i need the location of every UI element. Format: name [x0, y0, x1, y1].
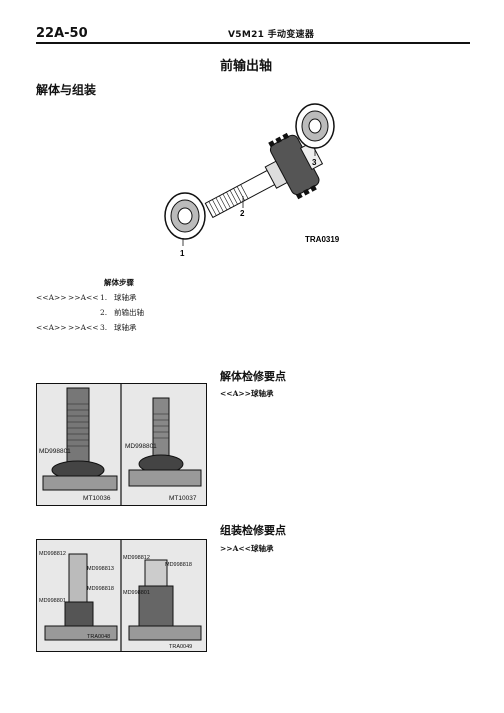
exploded-shaft-figure: 1 2 3 TRA0319 [155, 96, 360, 260]
step-mark-disassembly: <<A>> [36, 293, 67, 302]
photo-code: MT10037 [169, 495, 197, 502]
step-row: 2. 前输出轴 [36, 307, 144, 318]
section-subtitle: 解体与组装 [36, 83, 97, 97]
header-rule [36, 42, 470, 44]
photo-label: MD998801 [125, 443, 157, 450]
photo-label: MD998812 [39, 551, 66, 557]
step-number: 3. [100, 323, 108, 332]
photo-label: MD998801 [39, 448, 71, 455]
photo-label: MD998812 [123, 555, 150, 561]
photo-code: MT10036 [83, 495, 111, 502]
photo-code: TRA0049 [169, 644, 192, 650]
photo-code: TRA0048 [87, 634, 110, 640]
page-number: 22A-50 [36, 26, 88, 41]
steps-heading: 解体步骤 [104, 278, 134, 287]
photo-label: MD998818 [165, 562, 192, 568]
photo-label: MD998801 [123, 590, 150, 596]
step-row: <<A>>>>A<<3. 球轴承 [36, 322, 137, 333]
assembly-photo: MD998812 MD998813 MD998818 MD998801 MD99… [36, 539, 207, 652]
photo-label: MD998818 [87, 586, 114, 592]
front-output-shaft [204, 132, 324, 219]
callout-3: 3 [312, 158, 317, 167]
callout-1: 1 [180, 249, 185, 258]
left-ball-bearing [164, 192, 206, 240]
step-mark-assembly: >>A<< [68, 323, 99, 332]
step-number: 1. [100, 293, 108, 302]
assembly-heading: 组装检修要点 [220, 524, 286, 537]
assembly-item: >>A<<球轴承 [220, 544, 274, 553]
assembly-photo-art: MD998812 MD998813 MD998818 MD998801 MD99… [37, 540, 206, 651]
disassembly-heading: 解体检修要点 [220, 370, 286, 383]
step-mark-disassembly: <<A>> [36, 323, 67, 332]
shaft-illustration: 1 2 3 TRA0319 [164, 103, 340, 258]
photo-label: MD998813 [87, 566, 114, 572]
step-number: 2. [100, 308, 108, 317]
disassembly-item: <<A>>球轴承 [220, 389, 274, 398]
figure-code: TRA0319 [305, 235, 340, 244]
section-title: 前输出轴 [220, 59, 273, 74]
right-ball-bearing [295, 103, 335, 149]
step-text: 球轴承 [114, 323, 137, 332]
step-row: <<A>>>>A<<1. 球轴承 [36, 292, 137, 303]
manual-title: V5M21 手动变速器 [228, 30, 315, 40]
step-text: 前输出轴 [114, 308, 144, 317]
step-mark-assembly: >>A<< [68, 293, 99, 302]
step-text: 球轴承 [114, 293, 137, 302]
photo-label: MD998801 [39, 598, 66, 604]
disassembly-photo: MD998801 MD998801 MT10036 MT10037 [36, 383, 207, 506]
disassembly-photo-art: MD998801 MD998801 MT10036 MT10037 [37, 384, 206, 505]
callout-2: 2 [240, 209, 245, 218]
